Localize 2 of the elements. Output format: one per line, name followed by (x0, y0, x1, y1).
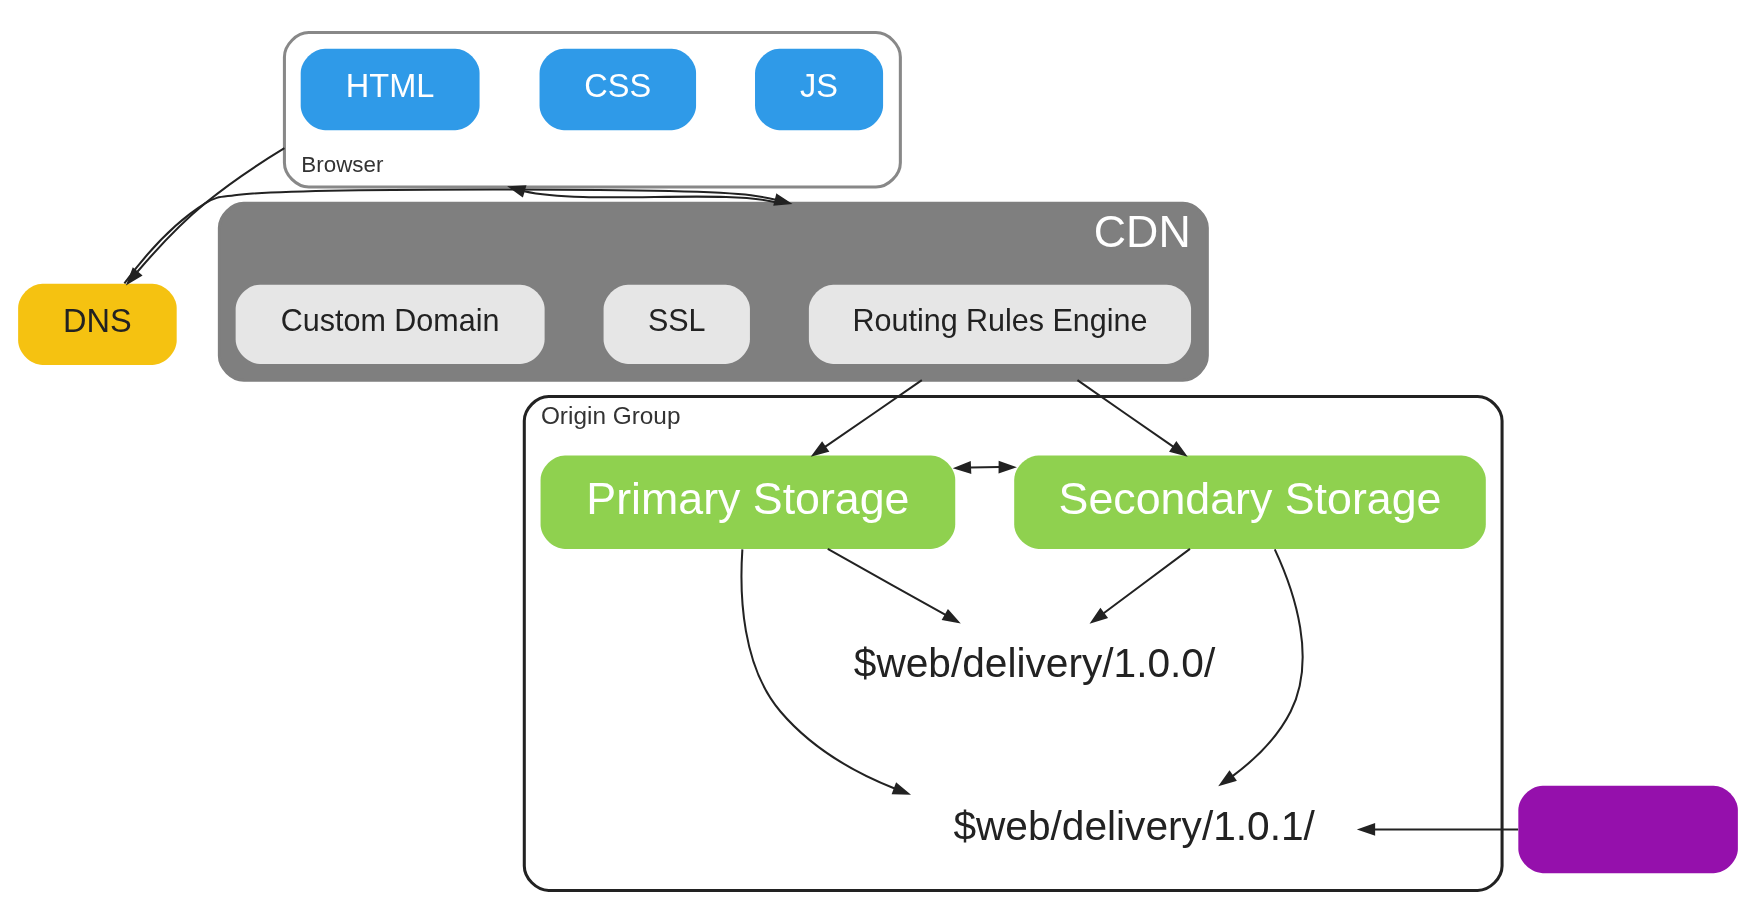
node-text: $web/delivery/1.0.0/ (853, 639, 1216, 686)
node-text: $web/delivery/1.0.1/ (953, 802, 1315, 849)
